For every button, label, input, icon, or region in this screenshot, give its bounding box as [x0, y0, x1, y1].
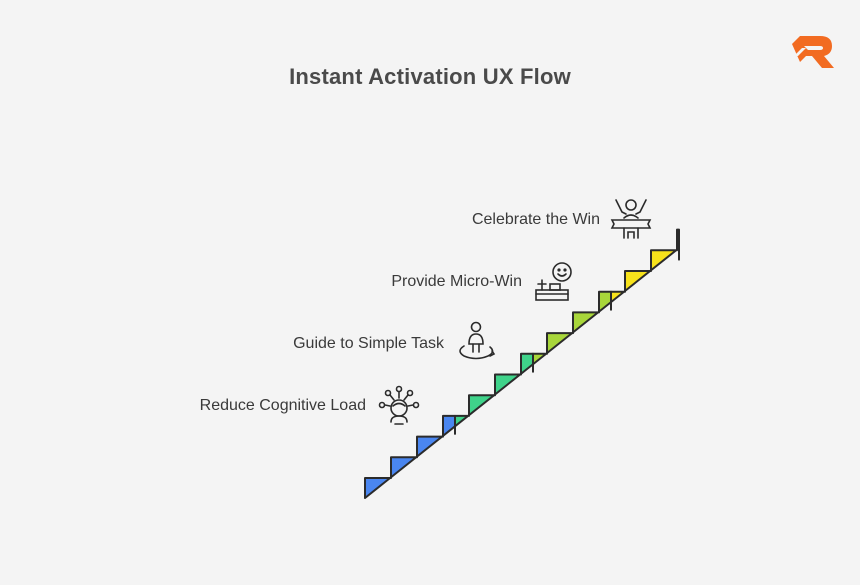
celebrate-podium-icon	[610, 199, 652, 239]
stair-segment	[454, 352, 534, 435]
stair-segment	[364, 414, 456, 499]
brand-logo-icon	[792, 36, 834, 68]
person-path-icon	[459, 321, 496, 360]
diagram-title: Instant Activation UX Flow	[289, 64, 571, 89]
step-label-guide-to-simple-task: Guide to Simple Task	[293, 335, 444, 352]
brain-network-icon	[378, 385, 420, 425]
stair-segment	[610, 228, 680, 311]
happy-desk-icon	[535, 262, 572, 301]
stair-segment	[532, 290, 612, 373]
step-label-celebrate-the-win: Celebrate the Win	[471, 211, 600, 228]
step-label-reduce-cognitive-load: Reduce Cognitive Load	[199, 397, 366, 414]
step-label-provide-micro-win: Provide Micro-Win	[391, 273, 522, 290]
